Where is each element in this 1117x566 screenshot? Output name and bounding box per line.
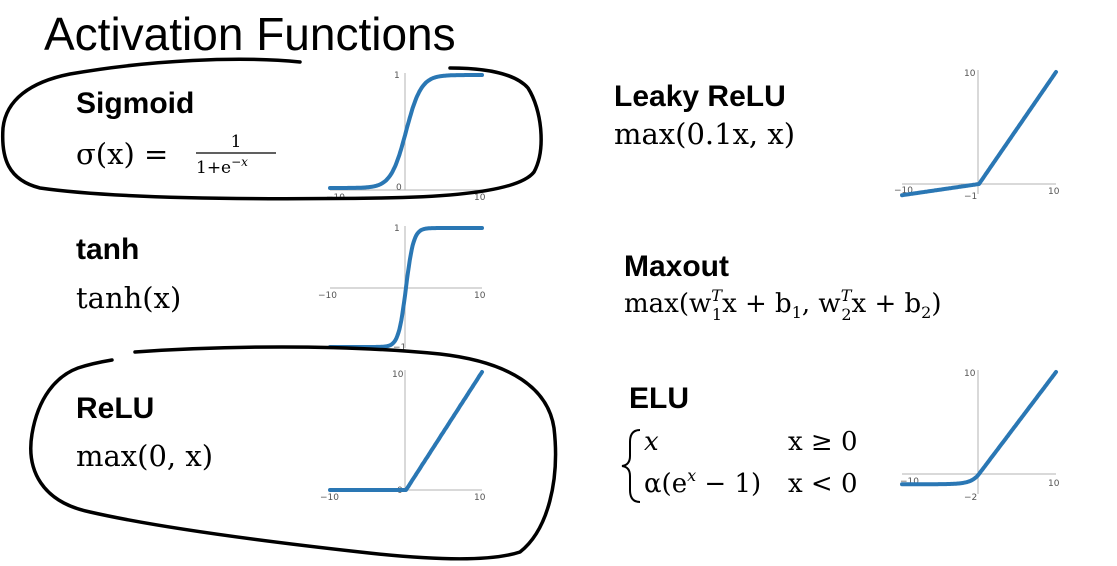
relu-name: ReLU — [76, 392, 154, 425]
leaky-relu-formula: max(0.1x, x) — [614, 117, 795, 151]
relu-formula: max(0, x) — [76, 439, 213, 473]
tanh-name: tanh — [76, 233, 139, 266]
tick-ymin: −2 — [964, 493, 977, 503]
sigmoid-formula-lhs: σ(x) = — [76, 137, 168, 171]
sigmoid-name: Sigmoid — [76, 87, 194, 120]
elu-case2-cond: x < 0 — [788, 469, 858, 499]
relu-graph: 10 0 −10 10 — [320, 370, 486, 503]
tick-ymid: 0 — [396, 183, 402, 193]
tick-xmax: 10 — [474, 193, 486, 203]
relu-highlight-loop — [29, 345, 558, 561]
elu-block: ELU x x ≥ 0 α(ex − 1) x < 0 10 −2 −10 10 — [621, 369, 1060, 503]
tick-ymax: 10 — [392, 370, 404, 380]
elu-graph: 10 −2 −10 10 — [900, 369, 1060, 503]
tick-xmax: 10 — [1048, 479, 1060, 489]
tick-ymax: 10 — [964, 369, 976, 379]
brace — [621, 429, 641, 503]
tick-xmax: 10 — [474, 291, 486, 301]
elu-case1-cond: x ≥ 0 — [788, 427, 858, 457]
sigmoid-numerator: 1 — [231, 132, 242, 152]
sigmoid-denominator: 1+e−x — [196, 155, 248, 178]
tanh-graph: 1 −1 −10 10 — [318, 224, 486, 353]
tick-ymax: 1 — [394, 71, 400, 81]
tick-xmax: 10 — [1048, 187, 1060, 197]
tick-ymax: 10 — [964, 69, 976, 79]
leaky-relu-curve — [900, 70, 1058, 198]
tick-xmin: −10 — [320, 493, 339, 503]
tick-xmin: −10 — [894, 186, 913, 196]
relu-block: ReLU max(0, x) 10 0 −10 10 — [76, 370, 486, 503]
leaky-relu-block: Leaky ReLU max(0.1x, x) 10 −1 −10 10 — [614, 69, 1060, 202]
page-title: Activation Functions — [44, 8, 456, 60]
tick-ymin: −1 — [393, 343, 406, 353]
sigmoid-highlight-loop — [0, 57, 543, 201]
elu-curve — [900, 370, 1058, 487]
tanh-formula: tanh(x) — [76, 281, 181, 315]
tick-ymax: 1 — [394, 224, 400, 234]
leaky-relu-graph: 10 −1 −10 10 — [894, 69, 1060, 202]
tick-xmax: 10 — [474, 493, 486, 503]
tick-ymin: −1 — [964, 192, 977, 202]
tick-xmin: −10 — [318, 291, 337, 301]
leaky-relu-name: Leaky ReLU — [614, 80, 786, 113]
maxout-name: Maxout — [624, 250, 729, 283]
sigmoid-curve — [328, 73, 484, 190]
elu-case1-expr: x — [644, 427, 659, 457]
sigmoid-graph: 1 0 −10 10 — [326, 71, 486, 203]
elu-name: ELU — [629, 382, 689, 415]
tanh-block: tanh tanh(x) 1 −1 −10 10 — [76, 224, 486, 353]
relu-curve — [328, 370, 484, 492]
elu-case2-expr: α(ex − 1) — [644, 466, 761, 499]
tick-xmin: −10 — [900, 477, 919, 487]
sigmoid-block: Sigmoid σ(x) = 1 1+e−x 1 0 −10 10 — [76, 71, 486, 203]
